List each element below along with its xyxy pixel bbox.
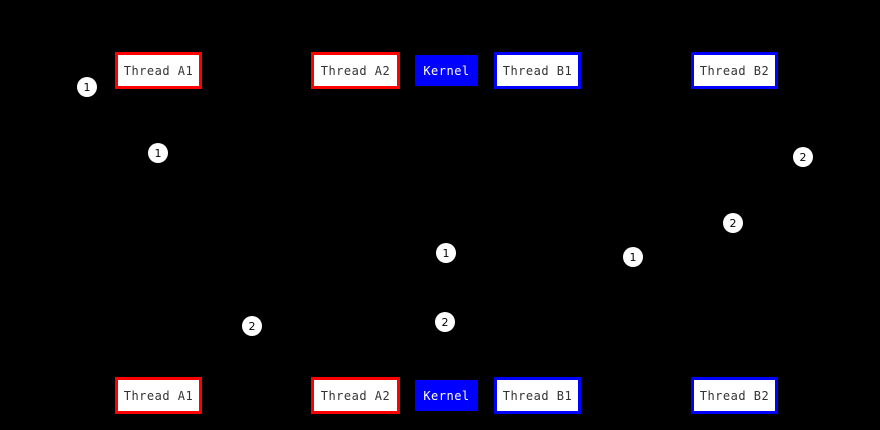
step-badge-number: 2 xyxy=(729,216,737,230)
participant-footer-kernel[interactable]: Kernel xyxy=(415,380,478,411)
participant-header-thread-b1[interactable]: Thread B1 xyxy=(494,52,581,89)
participant-footer-thread-b2[interactable]: Thread B2 xyxy=(691,377,778,414)
participant-label: Kernel xyxy=(423,63,470,78)
step-badge: 1 xyxy=(77,77,97,97)
step-badge-number: 1 xyxy=(154,146,162,160)
participant-label: Thread A2 xyxy=(320,63,391,78)
participant-header-thread-a1[interactable]: Thread A1 xyxy=(115,52,202,89)
step-badge: 2 xyxy=(723,213,743,233)
step-badge: 2 xyxy=(793,147,813,167)
step-badge: 1 xyxy=(436,243,456,263)
participant-footer-thread-a1[interactable]: Thread A1 xyxy=(115,377,202,414)
step-badge-number: 1 xyxy=(83,80,91,94)
participant-footer-thread-b1[interactable]: Thread B1 xyxy=(494,377,581,414)
step-badge-number: 1 xyxy=(629,250,637,264)
participant-label: Kernel xyxy=(423,388,470,403)
step-badge-number: 1 xyxy=(442,246,450,260)
step-badge: 2 xyxy=(435,312,455,332)
participant-label: Thread B2 xyxy=(699,63,770,78)
participant-label: Thread A2 xyxy=(320,388,391,403)
participant-header-kernel[interactable]: Kernel xyxy=(415,55,478,86)
participant-header-thread-a2[interactable]: Thread A2 xyxy=(311,52,400,89)
step-badge-number: 2 xyxy=(248,319,256,333)
participant-label: Thread A1 xyxy=(123,63,194,78)
participant-footer-thread-a2[interactable]: Thread A2 xyxy=(311,377,400,414)
participant-label: Thread B1 xyxy=(502,63,573,78)
participant-label: Thread A1 xyxy=(123,388,194,403)
step-badge-number: 2 xyxy=(799,150,807,164)
step-badge: 1 xyxy=(623,247,643,267)
participant-label: Thread B1 xyxy=(502,388,573,403)
step-badge-number: 2 xyxy=(441,315,449,329)
participant-header-thread-b2[interactable]: Thread B2 xyxy=(691,52,778,89)
step-badge: 2 xyxy=(242,316,262,336)
participant-label: Thread B2 xyxy=(699,388,770,403)
step-badge: 1 xyxy=(148,143,168,163)
